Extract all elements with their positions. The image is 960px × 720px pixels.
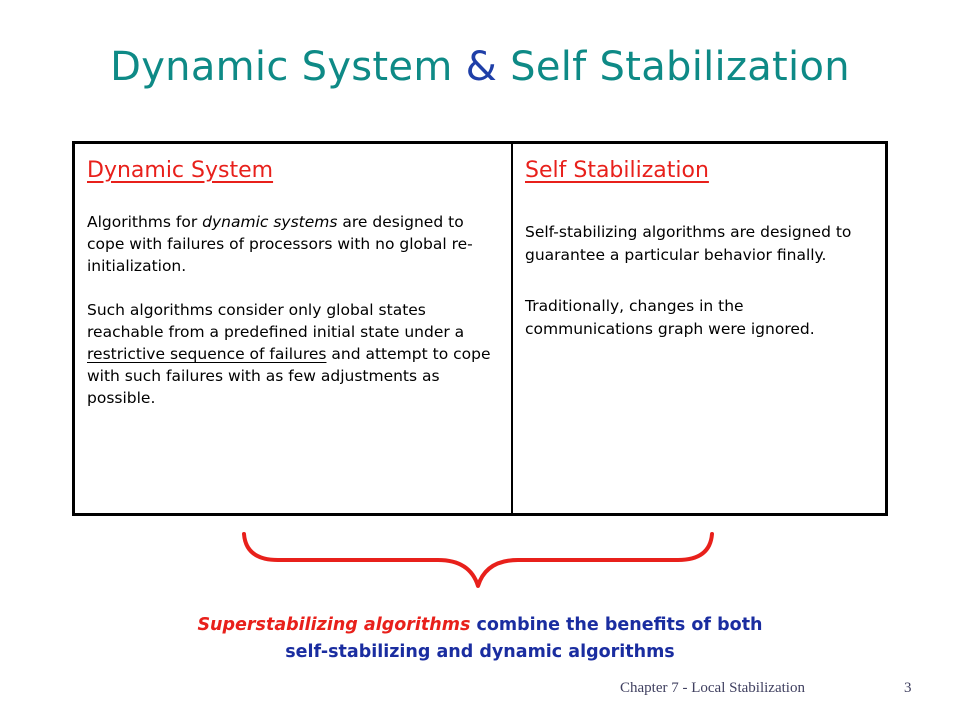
self-stabilization-heading: Self Stabilization bbox=[525, 158, 709, 183]
title-part-dynamic: Dynamic System bbox=[110, 44, 453, 90]
page-number: 3 bbox=[904, 680, 912, 696]
text-segment: Such algorithms consider only global sta… bbox=[87, 301, 465, 341]
text-segment: Algorithms for bbox=[87, 213, 203, 231]
caption-line-1: combine the benefits of both bbox=[470, 615, 763, 635]
caption-line-2: self-stabilizing and dynamic algorithms bbox=[285, 642, 675, 662]
emphasis-text: dynamic systems bbox=[202, 213, 338, 231]
footer-chapter: Chapter 7 - Local Stabilization bbox=[620, 680, 805, 696]
underlined-text: restrictive sequence of failures bbox=[87, 345, 327, 363]
dynamic-system-paragraph-2: Such algorithms consider only global sta… bbox=[87, 299, 499, 409]
dynamic-system-heading: Dynamic System bbox=[87, 158, 274, 183]
text-segment: are designed to cope with failures of pr… bbox=[87, 213, 473, 275]
comparison-table: Dynamic System Algorithms for dynamic sy… bbox=[72, 141, 888, 516]
dynamic-system-paragraph-1: Algorithms for dynamic systems are desig… bbox=[87, 211, 499, 277]
dynamic-system-column: Dynamic System Algorithms for dynamic sy… bbox=[75, 144, 513, 513]
curly-brace-icon bbox=[242, 532, 714, 588]
text-segment: and attempt to cope with such failures w… bbox=[87, 345, 491, 407]
title-ampersand: & bbox=[452, 44, 511, 90]
self-stabilization-paragraph-1: Self-stabilizing algorithms are designed… bbox=[525, 223, 852, 264]
summary-caption: Superstabilizing algorithms combine the … bbox=[100, 612, 860, 666]
title-part-self: Self Stabilization bbox=[510, 44, 850, 90]
slide-title: Dynamic System & Self Stabilization bbox=[0, 44, 960, 90]
self-stabilization-paragraph-2: Traditionally, changes in the communicat… bbox=[525, 297, 815, 338]
caption-emphasis: Superstabilizing algorithms bbox=[197, 615, 471, 635]
self-stabilization-column: Self Stabilization Self-stabilizing algo… bbox=[513, 144, 885, 513]
